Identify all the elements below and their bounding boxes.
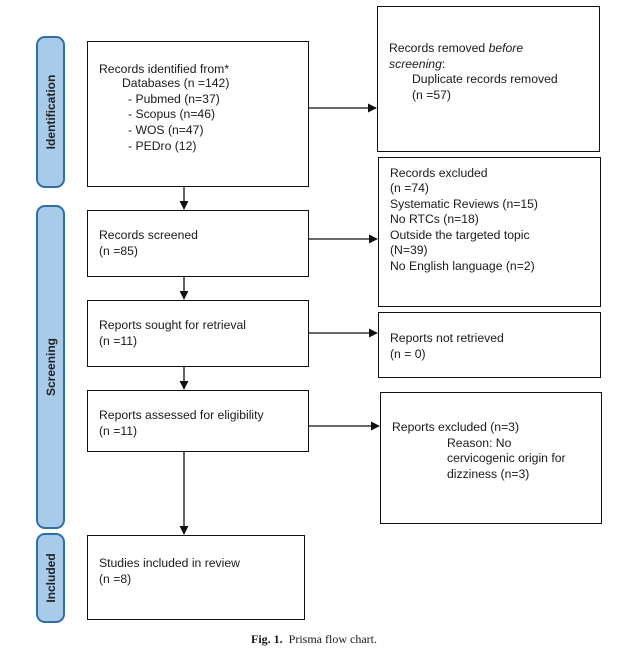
phase-included: Included bbox=[36, 533, 65, 623]
excluded-title: Records excluded bbox=[390, 166, 488, 180]
box-reports-assessed: Reports assessed for eligibility (n =11) bbox=[87, 390, 309, 452]
reports-excluded-title: Reports excluded (n=3) bbox=[392, 420, 520, 434]
removed-title-italic-2: screening bbox=[389, 57, 442, 71]
not-retrieved-count: (n = 0) bbox=[390, 347, 426, 361]
removed-count: (n =57) bbox=[412, 88, 451, 102]
box-studies-included: Studies included in review (n =8) bbox=[87, 535, 305, 620]
excluded-reason-language: No English language (n=2) bbox=[390, 259, 535, 273]
source-scopus: - Scopus (n=46) bbox=[128, 107, 216, 121]
reports-excluded-reason-2: cervicogenic origin for bbox=[447, 451, 566, 465]
sought-title: Reports sought for retrieval bbox=[99, 318, 246, 332]
figure-caption: Fig. 1. Prisma flow chart. bbox=[0, 632, 628, 647]
box-records-screened: Records screened (n =85) bbox=[87, 210, 309, 277]
box-records-excluded: Records excluded (n =74) Systematic Revi… bbox=[378, 157, 601, 307]
excluded-reason-reviews: Systematic Reviews (n=15) bbox=[390, 197, 538, 211]
assessed-count: (n =11) bbox=[99, 424, 138, 438]
box-reports-not-retrieved: Reports not retrieved (n = 0) bbox=[378, 312, 601, 378]
reports-excluded-reason-3: dizziness (n=3) bbox=[447, 467, 530, 481]
phase-screening: Screening bbox=[36, 205, 65, 529]
removed-duplicates: Duplicate records removed bbox=[412, 72, 558, 86]
removed-title-italic-1: before bbox=[488, 41, 524, 55]
excluded-count: (n =74) bbox=[390, 181, 429, 195]
excluded-reason-rtcs: No RTCs (n=18) bbox=[390, 212, 479, 226]
excluded-reason-topic-count: (N=39) bbox=[390, 243, 428, 257]
not-retrieved-title: Reports not retrieved bbox=[390, 331, 504, 345]
excluded-reason-topic: Outside the targeted topic bbox=[390, 228, 530, 242]
caption-label: Fig. 1. bbox=[251, 632, 283, 646]
source-wos: - WOS (n=47) bbox=[128, 123, 204, 137]
removed-title-line-2: screening: bbox=[389, 57, 445, 72]
assessed-title: Reports assessed for eligibility bbox=[99, 408, 264, 422]
caption-text: Prisma flow chart. bbox=[288, 632, 377, 646]
phase-identification: Identification bbox=[36, 36, 65, 188]
box-records-removed: Records removed before screening: Duplic… bbox=[377, 6, 600, 152]
removed-title-prefix: Records removed bbox=[389, 41, 489, 55]
included-count: (n =8) bbox=[99, 572, 132, 586]
reports-excluded-reason-1: Reason: No bbox=[447, 436, 512, 450]
included-title: Studies included in review bbox=[99, 556, 240, 570]
identified-title: Records identified from* bbox=[99, 62, 230, 76]
screened-title: Records screened bbox=[99, 228, 198, 242]
box-reports-excluded: Reports excluded (n=3) Reason: No cervic… bbox=[380, 392, 602, 524]
removed-title-suffix: : bbox=[441, 57, 446, 71]
source-pubmed: - Pubmed (n=37) bbox=[128, 92, 220, 106]
sought-count: (n =11) bbox=[99, 334, 138, 348]
box-reports-sought: Reports sought for retrieval (n =11) bbox=[87, 300, 309, 367]
source-pedro: - PEDro (12) bbox=[128, 139, 197, 153]
identified-databases: Databases (n =142) bbox=[122, 76, 230, 90]
removed-title-line: Records removed before bbox=[389, 41, 523, 56]
box-records-identified: Records identified from* Databases (n =1… bbox=[87, 41, 309, 187]
screened-count: (n =85) bbox=[99, 244, 138, 258]
